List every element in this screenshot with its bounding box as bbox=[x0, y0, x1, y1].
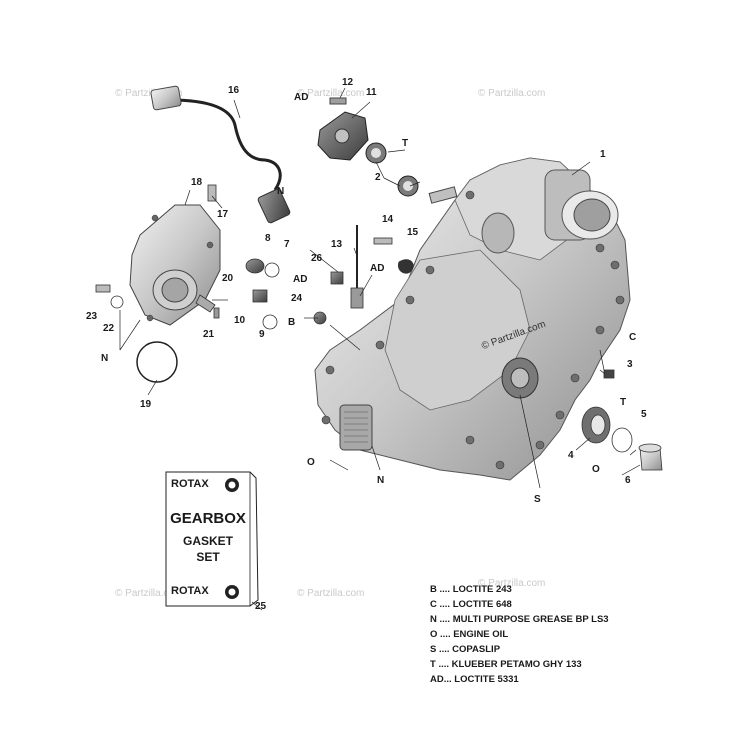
marker-ad: AD bbox=[370, 263, 385, 274]
legend-item: T .... KLUEBER PETAMO GHY 133 bbox=[430, 659, 582, 670]
callout-18: 18 bbox=[191, 177, 203, 188]
callout-9: 9 bbox=[259, 329, 265, 340]
watermark: © Partzilla.com bbox=[115, 88, 183, 99]
watermark: © Partzilla.com bbox=[478, 88, 546, 99]
oil-seals bbox=[365, 142, 419, 197]
leader-lines bbox=[119, 87, 641, 489]
gasket-set-package bbox=[165, 471, 263, 611]
watermark: © Partzilla.com bbox=[478, 578, 546, 589]
o-ring bbox=[136, 341, 178, 383]
watermark: © Partzilla.com bbox=[115, 588, 183, 599]
marker-ad: AD bbox=[294, 92, 309, 103]
marker-t: T bbox=[620, 397, 627, 408]
legend-item: C .... LOCTITE 648 bbox=[430, 599, 512, 610]
rotax-logo-top: ROTAX bbox=[171, 478, 209, 490]
speed-sensor-harness bbox=[150, 85, 291, 224]
callout-4: 4 bbox=[568, 450, 574, 461]
callout-8: 8 bbox=[265, 233, 271, 244]
legend-item: B .... LOCTITE 243 bbox=[430, 584, 512, 595]
callout-3: 3 bbox=[627, 359, 633, 370]
marker-b: B bbox=[288, 317, 296, 328]
callout-6: 6 bbox=[625, 475, 631, 486]
callout-5: 5 bbox=[641, 409, 647, 420]
marker-c: C bbox=[629, 332, 637, 343]
gasket-box-line3: SET bbox=[196, 550, 220, 564]
rotax-logo-bottom: ROTAX bbox=[171, 585, 209, 597]
legend-item: O .... ENGINE OIL bbox=[430, 629, 509, 640]
callout-1: 1 bbox=[600, 149, 606, 160]
actuator-motor bbox=[129, 204, 221, 326]
callout-14: 14 bbox=[382, 214, 394, 225]
callout-20: 20 bbox=[222, 273, 234, 284]
marker-n: N bbox=[101, 353, 109, 364]
callout-7: 7 bbox=[284, 239, 290, 250]
marker-o: O bbox=[307, 457, 315, 468]
callout-24: 24 bbox=[291, 293, 303, 304]
position-sensor bbox=[317, 97, 369, 161]
callout-15: 15 bbox=[407, 227, 419, 238]
watermark: © Partzilla.com bbox=[297, 88, 365, 99]
callout-23: 23 bbox=[86, 311, 98, 322]
callout-17: 17 bbox=[217, 209, 229, 220]
marker-s: S bbox=[534, 494, 541, 505]
callout-16: 16 bbox=[228, 85, 240, 96]
callout-12: 12 bbox=[342, 77, 354, 88]
marker-n: N bbox=[377, 475, 385, 486]
callout-2: 2 bbox=[375, 172, 381, 183]
legend-item: N .... MULTI PURPOSE GREASE BP LS3 bbox=[430, 614, 609, 625]
gearbox-housing bbox=[314, 157, 631, 481]
marker-t: T bbox=[402, 138, 409, 149]
callout-21: 21 bbox=[203, 329, 215, 340]
legend-item: AD... LOCTITE 5331 bbox=[430, 674, 519, 685]
callout-10: 10 bbox=[234, 315, 246, 326]
marker-n: N bbox=[277, 186, 285, 197]
gasket-box-title: GEARBOX bbox=[170, 510, 246, 527]
callout-22: 22 bbox=[103, 323, 115, 334]
marker-o: O bbox=[592, 464, 600, 475]
callout-11: 11 bbox=[366, 87, 377, 98]
callout-26: 26 bbox=[311, 253, 323, 264]
callout-25: 25 bbox=[255, 601, 267, 612]
gasket-box-line2: GASKET bbox=[182, 534, 233, 548]
watermark: © Partzilla.com bbox=[297, 588, 365, 599]
callout-13: 13 bbox=[331, 239, 343, 250]
marker-ad: AD bbox=[293, 274, 308, 285]
legend-item: S .... COPASLIP bbox=[430, 644, 501, 655]
callout-19: 19 bbox=[140, 399, 152, 410]
